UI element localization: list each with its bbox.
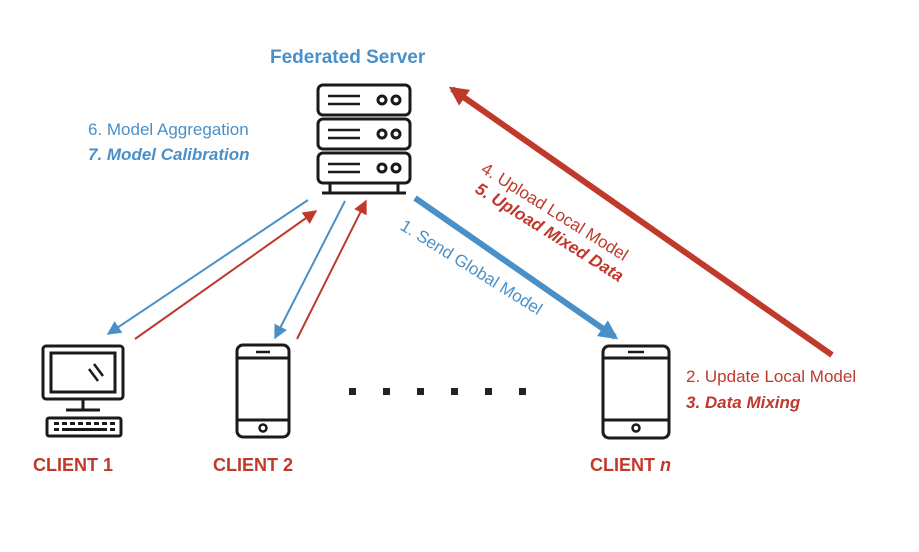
ellipsis-dot <box>519 388 526 395</box>
ellipsis-dot <box>417 388 424 395</box>
arrow-client2-to-server <box>296 199 367 340</box>
ellipsis-dots <box>345 382 555 402</box>
arrow-server-to-client2 <box>274 200 346 340</box>
arrow-upload-to-server <box>448 86 834 358</box>
client-n-suffix: n <box>660 455 671 475</box>
client-n-prefix: CLIENT <box>590 455 660 475</box>
label-model-aggregation: 6. Model Aggregation <box>88 120 249 139</box>
label-update-local-model: 2. Update Local Model <box>686 367 857 386</box>
arrow-client1-to-server <box>134 210 318 340</box>
server-icon <box>316 83 412 195</box>
label-model-calibration: 7. Model Calibration <box>88 145 250 164</box>
client-n-label: CLIENT n <box>590 455 671 476</box>
client-2-label: CLIENT 2 <box>213 455 294 475</box>
label-data-mixing: 3. Data Mixing <box>686 393 801 412</box>
client-1-label: CLIENT 1 <box>33 455 114 475</box>
desktop-icon <box>41 344 125 438</box>
server-title: Federated Server <box>270 47 426 68</box>
ellipsis-dot <box>485 388 492 395</box>
ellipsis-dot <box>451 388 458 395</box>
ellipsis-dot <box>349 388 356 395</box>
arrow-send-global-model <box>413 195 619 340</box>
arrow-server-to-client1 <box>106 199 309 335</box>
phone-icon <box>235 343 291 439</box>
ellipsis-dot <box>383 388 390 395</box>
tablet-icon <box>601 344 671 440</box>
